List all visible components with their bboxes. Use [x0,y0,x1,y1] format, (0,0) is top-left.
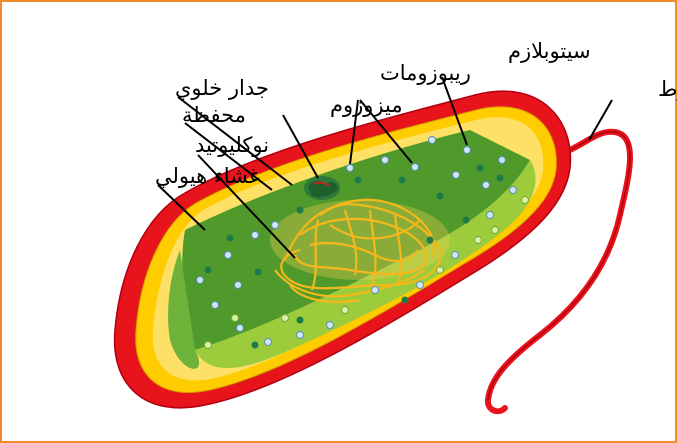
label-flagellum: سوط [658,77,677,101]
label-capsule: محفظة [182,103,246,127]
label-cell-wall: جدار خلوي [175,76,269,100]
label-mesosome: ميزوزوم [330,93,403,117]
label-plasma-membrane: غشاء هيولي [155,164,260,188]
label-cytoplasm: سيتوبلازم [508,39,591,63]
label-nucleoid: نوكليوتيد [195,133,269,157]
label-ribosomes: ريبوزومات [380,61,471,85]
mesosome-shape [304,176,340,200]
